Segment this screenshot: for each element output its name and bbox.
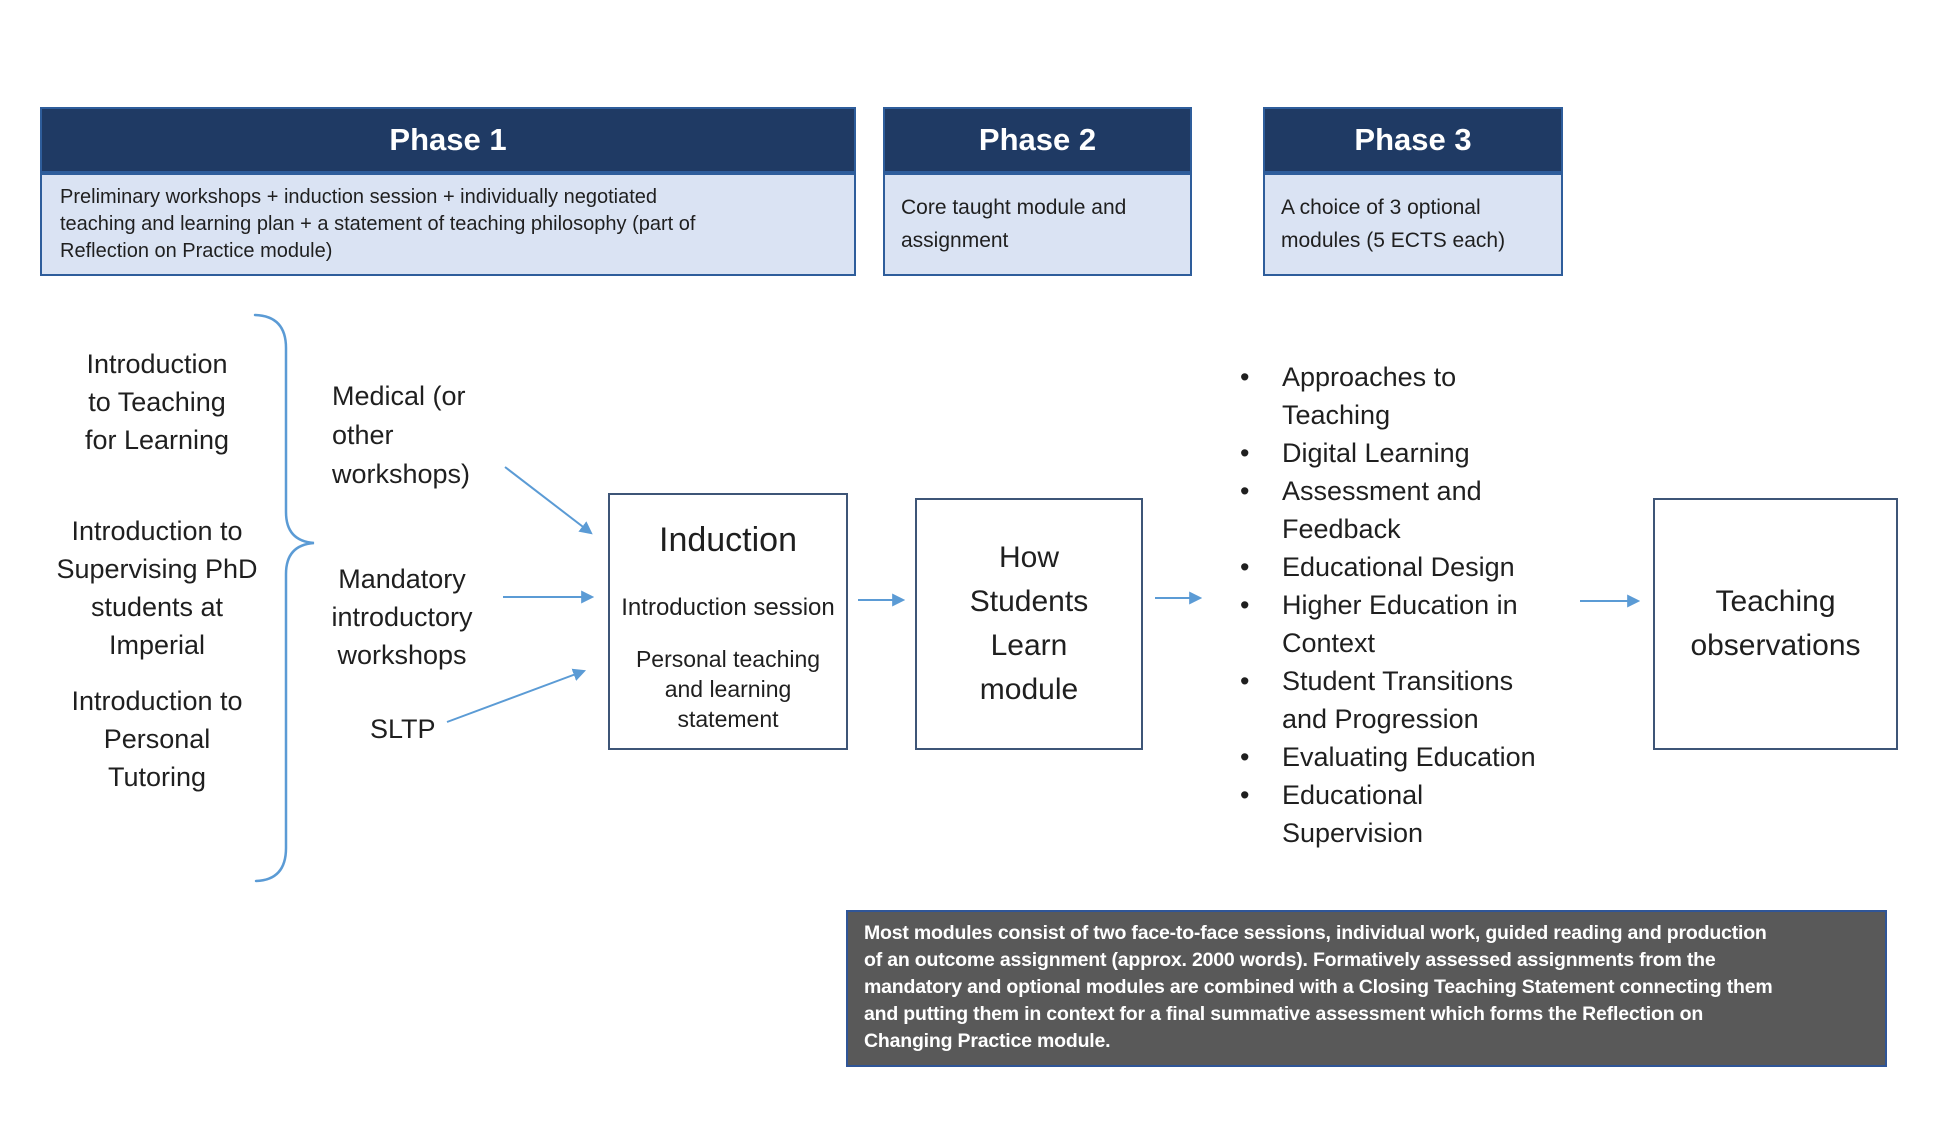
phase2-description: Core taught module and assignment — [885, 175, 1190, 274]
optional-module-item: Educational Supervision — [1238, 776, 1590, 852]
intro-teaching-for-learning-label: Introduction to Teaching for Learning — [84, 349, 230, 455]
note-box: Most modules consist of two face-to-face… — [846, 910, 1887, 1067]
phase1-title: Phase 1 — [389, 122, 507, 157]
induction-box: Induction Introduction session Personal … — [608, 493, 848, 750]
arrow-sltp-to-induction — [446, 668, 587, 723]
phase2-header: Phase 2 — [885, 109, 1190, 175]
induction-session-label: Introduction session — [621, 594, 835, 621]
optional-module-item: Evaluating Education — [1238, 738, 1590, 776]
teaching-observations-label: Teaching observations — [1690, 585, 1861, 662]
optional-module-item: Digital Learning — [1238, 434, 1590, 472]
induction-statement-label: Personal teaching and learning statement — [635, 646, 821, 732]
medical-workshops-label: Medical (or other workshops) — [332, 381, 471, 489]
phase1-description: Preliminary workshops + induction sessio… — [42, 175, 854, 274]
phase3-panel: Phase 3 A choice of 3 optional modules (… — [1263, 107, 1563, 276]
intro-supervising-phd-label: Introduction to Supervising PhD students… — [56, 516, 258, 660]
how-students-learn-box: How Students Learn module — [915, 498, 1143, 750]
induction-title: Induction — [659, 521, 797, 559]
optional-modules-list: Approaches to TeachingDigital LearningAs… — [1238, 358, 1590, 852]
phase3-title: Phase 3 — [1354, 122, 1472, 157]
arrow-medical-to-induction — [504, 466, 593, 535]
optional-module-item: Educational Design — [1238, 548, 1590, 586]
phase3-description: A choice of 3 optional modules (5 ECTS e… — [1265, 175, 1561, 274]
intro-personal-tutoring-label: Introduction to Personal Tutoring — [71, 686, 243, 792]
phase2-title: Phase 2 — [978, 122, 1097, 157]
optional-module-item: Student Transitions and Progression — [1238, 662, 1590, 738]
optional-module-item: Higher Education in Context — [1238, 586, 1590, 662]
sltp-label: SLTP — [370, 714, 436, 744]
teaching-observations-box: Teaching observations — [1653, 498, 1898, 750]
phase1-panel: Phase 1 Preliminary workshops + inductio… — [40, 107, 856, 276]
phase1-header: Phase 1 — [42, 109, 854, 175]
mandatory-introductory-workshops-label: Mandatory introductory workshops — [331, 564, 473, 670]
phase3-header: Phase 3 — [1265, 109, 1561, 175]
how-students-learn-label: How Students Learn module — [969, 541, 1089, 706]
optional-module-item: Assessment and Feedback — [1238, 472, 1590, 548]
optional-module-item: Approaches to Teaching — [1238, 358, 1590, 434]
phase2-panel: Phase 2 Core taught module and assignmen… — [883, 107, 1192, 276]
